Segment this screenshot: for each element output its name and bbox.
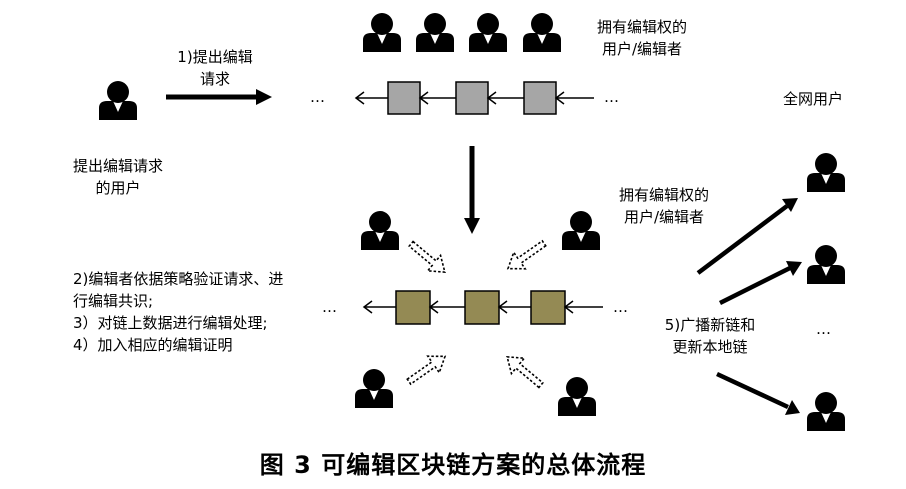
figure-caption: 图 3 可编辑区块链方案的总体流程: [259, 451, 647, 479]
consensus-arrow: [403, 235, 453, 281]
editors-top-label: 拥有编辑权的 用户/编辑者: [596, 18, 687, 58]
consensus-user-icon: [355, 369, 393, 408]
consensus-user-icon: [562, 211, 600, 250]
request-step-label: 1)提出编辑 请求: [177, 48, 253, 88]
consensus-user-icon: [361, 211, 399, 250]
chain-ellipsis-right: …: [604, 88, 619, 106]
all-users-label: 全网用户: [783, 90, 844, 108]
chain-ellipsis-right: …: [613, 298, 628, 316]
chain-link-arrow: [418, 91, 456, 105]
chain-block: [530, 290, 566, 325]
network-user-icon: [807, 245, 845, 284]
editor-user-icon: [416, 13, 454, 52]
chain-ellipsis-left: …: [310, 88, 325, 106]
consensus-arrow: [499, 348, 549, 394]
chain-link-arrow: [486, 91, 524, 105]
chain-link-arrow: [554, 91, 594, 105]
requester-label: 提出编辑请求 的用户: [72, 157, 163, 197]
chain-block: [464, 290, 500, 325]
chain-ellipsis-left: …: [322, 298, 337, 316]
broadcast-label: 5)广播新链和 更新本地链: [664, 316, 756, 356]
editor-user-icon: [363, 13, 401, 52]
chain-link-arrow: [428, 300, 465, 314]
chain-link-arrow: [362, 300, 396, 314]
consensus-arrow: [402, 347, 452, 391]
network-user-icon: [807, 392, 845, 431]
process-arrow: [464, 146, 480, 234]
request-arrow: [166, 89, 272, 105]
broadcast-arrow: [718, 261, 802, 306]
chain-link-arrow: [354, 91, 388, 105]
consensus-arrow: [501, 234, 551, 278]
chain-link-arrow: [563, 300, 603, 314]
network-user-icon: [807, 153, 845, 192]
chain-block: [387, 81, 421, 115]
original-chain: [354, 81, 594, 115]
editors-mid-label: 拥有编辑权的 用户/编辑者: [618, 186, 709, 226]
consensus-user-icon: [558, 377, 596, 416]
chain-link-arrow: [497, 300, 531, 314]
consensus-steps-label: 2)编辑者依据策略验证请求、进 行编辑共识; 3）对链上数据进行编辑处理; 4）…: [73, 270, 284, 354]
edited-chain: [362, 290, 603, 325]
network-users-ellipsis: …: [816, 320, 831, 338]
chain-block: [455, 81, 489, 115]
broadcast-arrow: [696, 198, 798, 275]
editor-user-icon: [469, 13, 507, 52]
broadcast-arrow: [716, 371, 800, 415]
chain-block: [395, 290, 431, 325]
requester-user-icon: [99, 81, 137, 120]
chain-block: [523, 81, 557, 115]
editor-user-icon: [523, 13, 561, 52]
